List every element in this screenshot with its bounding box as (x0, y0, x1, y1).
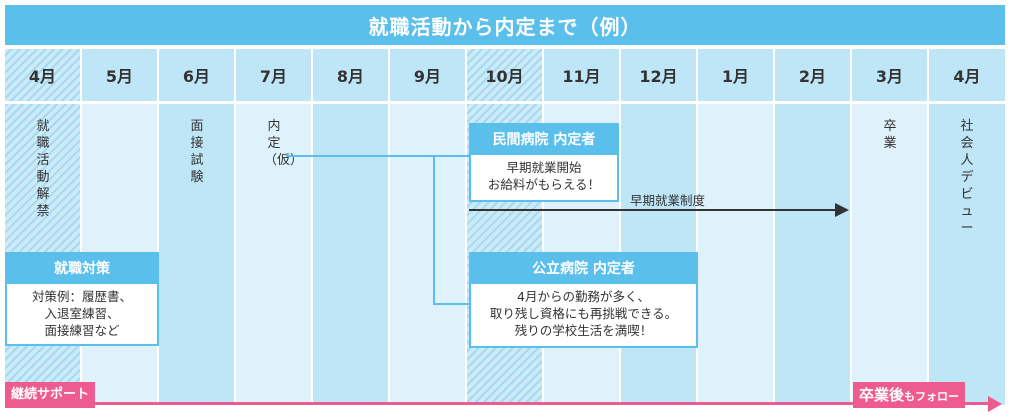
private-hospital-box: 民間病院 内定者 早期就業開始 お給料がもらえる！ (469, 123, 619, 202)
after-graduation-main: 卒業後 (859, 386, 905, 404)
private-hospital-heading: 民間病院 内定者 (471, 125, 617, 155)
provisional-offer-label: 内定（仮） (264, 119, 304, 168)
job-prep-body: 対策例：履歴書、 入退室練習、 面接練習など (7, 284, 157, 339)
public-hospital-heading: 公立病院 内定者 (471, 254, 696, 284)
month-column-mar: 3月 (852, 49, 927, 405)
offer-connector-horizontal (286, 155, 470, 157)
job-prep-box: 就職対策 対策例：履歴書、 入退室練習、 面接練習など (5, 252, 159, 346)
support-timeline-line (5, 402, 990, 405)
private-hospital-body: 早期就業開始 お給料がもらえる！ (471, 155, 617, 193)
arrow-right-icon (988, 396, 1002, 412)
month-label: 2月 (775, 49, 850, 101)
offer-connector-vertical (433, 155, 435, 305)
month-column-sep: 9月 (390, 49, 465, 405)
month-label: 5月 (82, 49, 157, 101)
job-prep-line: 入退室練習、 (44, 306, 120, 321)
month-label: 1月 (698, 49, 773, 101)
early-employment-arrow-line (469, 209, 837, 211)
header-divider (5, 101, 1005, 104)
month-column-feb: 2月 (775, 49, 850, 405)
month-label: 6月 (159, 49, 234, 101)
month-column-jun: 6月 (159, 49, 234, 405)
month-label: 12月 (621, 49, 696, 101)
public-hospital-line: 残りの学校生活を満喫！ (514, 323, 653, 338)
public-hospital-line: 4月からの勤務が多く、 (517, 289, 650, 304)
month-label: 10月 (467, 49, 542, 101)
arrow-right-icon (835, 203, 849, 217)
career-debut-label: 社会人デビュー (960, 119, 974, 236)
public-hospital-body: 4月からの勤務が多く、 取り残し資格にも再挑戦できる。 残りの学校生活を満喫！ (471, 284, 696, 339)
month-column-aug: 8月 (313, 49, 388, 405)
month-column-jul: 7月 (236, 49, 311, 405)
after-graduation-small: もフォロー (904, 390, 960, 403)
month-column-apr-next: 4月 (929, 49, 1005, 405)
month-label: 4月 (5, 49, 80, 101)
public-hospital-box: 公立病院 内定者 4月からの勤務が多く、 取り残し資格にも再挑戦できる。 残りの… (469, 252, 698, 348)
private-hospital-line: お給料がもらえる！ (487, 177, 601, 192)
month-label: 3月 (852, 49, 927, 101)
month-column-jan: 1月 (698, 49, 773, 405)
graduation-label: 卒業 (883, 119, 897, 151)
public-hospital-line: 取り残し資格にも再挑戦できる。 (489, 306, 678, 321)
interview-label: 面接試験 (190, 119, 204, 185)
after-graduation-badge: 卒業後もフォロー (853, 382, 966, 408)
month-label: 9月 (390, 49, 465, 101)
month-label: 8月 (313, 49, 388, 101)
public-connector (433, 303, 470, 305)
diagram-title: 就職活動から内定まで（例） (5, 5, 1005, 45)
job-hunt-start-label: 就職活動解禁 (36, 119, 50, 219)
month-label: 11月 (544, 49, 619, 101)
early-employment-label: 早期就業制度 (630, 193, 706, 208)
private-hospital-line: 早期就業開始 (506, 160, 582, 175)
month-label: 4月 (929, 49, 1005, 101)
job-prep-heading: 就職対策 (7, 254, 157, 284)
month-label: 7月 (236, 49, 311, 101)
job-prep-line: 対策例：履歴書、 (31, 289, 132, 304)
continuing-support-badge: 継続サポート (5, 382, 96, 408)
job-prep-line: 面接練習など (44, 323, 120, 338)
